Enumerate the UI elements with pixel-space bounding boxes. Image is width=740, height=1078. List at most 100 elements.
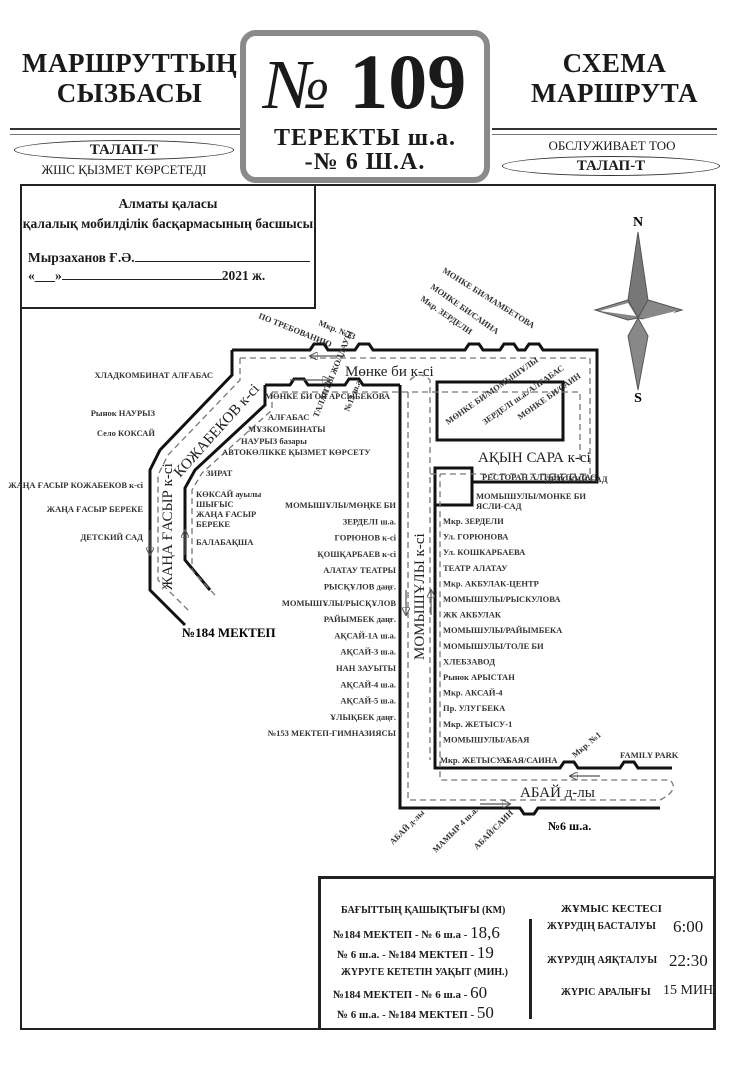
stop-label: РЫСҚҰЛОВ даңғ. bbox=[324, 582, 396, 592]
info-divider bbox=[529, 919, 532, 1019]
stop-label: АҚСАЙ-1А ш.а. bbox=[334, 630, 396, 640]
stop-label: БЕРЕКЕ bbox=[196, 519, 230, 529]
stop-label: АБАЙ д-лы bbox=[387, 807, 426, 846]
stop-label: Пр. УЛУГБЕКА bbox=[443, 703, 506, 713]
schedule-label: ЖҮРІС АРАЛЫҒЫ bbox=[561, 987, 651, 998]
stop-label: ДЕТСКИЙ САД bbox=[80, 532, 143, 542]
schedule-title: ЖҰМЫС КЕСТЕСІ bbox=[561, 903, 662, 915]
stop-label: Мкр. АКБУЛАК-ЦЕНТР bbox=[443, 578, 539, 588]
schedule-label: ЖҮРУДІҢ АЯҚТАЛУЫ bbox=[547, 955, 658, 966]
stop-label: РЕСТОРАН АЛТЫН ПАЛАС bbox=[482, 472, 596, 482]
stop-label: ЖАҢА ҒАСЫР БЕРЕКЕ bbox=[47, 504, 144, 514]
title-russian-line1: СХЕМА bbox=[562, 48, 667, 78]
compass-south: S bbox=[634, 391, 642, 406]
route-number-value: 109 bbox=[349, 38, 467, 125]
operator-right-name: ТАЛАП-Т bbox=[576, 158, 646, 174]
stop-label: АҚСАЙ-5 ш.а. bbox=[340, 696, 396, 706]
stop-label: НАН ЗАУЫТЫ bbox=[336, 663, 397, 673]
approval-signer-row: Мырзаханов Ғ.Ә. bbox=[28, 250, 314, 266]
stop-label: Мкр. ЗЕРДЕЛИ bbox=[443, 516, 504, 526]
stop-label: МОМЫШУЛЫ/АБАЯ bbox=[443, 734, 529, 744]
route-number: № 109 bbox=[246, 42, 484, 126]
approval-box: Алматы қаласы қалалық мобилділік басқарм… bbox=[20, 184, 316, 309]
stop-label: ШЫҒЫС bbox=[196, 499, 234, 509]
stop-label: ЖК АКБУЛАК bbox=[443, 610, 502, 620]
route-path bbox=[157, 357, 674, 801]
time-row: № 6 ш.а. - №184 МЕКТЕП - 50 bbox=[337, 1003, 494, 1023]
terminal-end: №6 ш.а. bbox=[548, 819, 591, 833]
title-kazakh: МАРШРУТТЫҢ СЫЗБАСЫ bbox=[22, 48, 237, 108]
stop-label: Ул. КОШКАРБАЕВА bbox=[443, 547, 526, 557]
direction-arrows bbox=[150, 356, 600, 804]
stop-label: АБАЙ/САИН bbox=[471, 807, 515, 851]
route-to: -№ 6 Ш.А. bbox=[304, 149, 426, 175]
approval-day: «___» bbox=[28, 268, 62, 283]
approval-city: Алматы қаласы bbox=[118, 196, 218, 211]
stop-label: МОМЫШҰЛЫ/РЫСҚҰЛОВ bbox=[282, 598, 396, 608]
time-row: №184 МЕКТЕП - № 6 ш.а - 60 bbox=[333, 983, 487, 1003]
stop-label: ХЛЕБЗАВОД bbox=[443, 656, 495, 666]
road-outlines bbox=[148, 342, 672, 816]
time-label: № 6 ш.а. - №184 МЕКТЕП - bbox=[337, 1009, 475, 1021]
stop-label: Мкр. ЖЕТЫСУ-1 bbox=[443, 719, 512, 729]
stop-label: ЗЕРДЕЛІ ш.а. bbox=[343, 516, 396, 526]
time-value: 50 bbox=[476, 1003, 494, 1022]
distance-label: №184 МЕКТЕП - № 6 ш.а - bbox=[333, 929, 468, 941]
compass-north: N bbox=[633, 215, 643, 230]
stop-label: ГОРЮНОВ к-сі bbox=[335, 533, 397, 543]
approval-date-row: «___» 2021 ж. bbox=[28, 268, 314, 284]
time-value: 60 bbox=[470, 983, 488, 1002]
operator-right-caption: ОБСЛУЖИВАЕТ ТОО bbox=[548, 138, 676, 153]
schedule-label: ЖҮРУДІҢ БАСТАЛУЫ bbox=[547, 921, 656, 932]
stop-label: АВТОКӨЛІККЕ ҚЫЗМЕТ КӨРСЕТУ bbox=[222, 447, 371, 457]
operator-left-badge: ТАЛАП-Т bbox=[14, 140, 234, 160]
header-rule-left bbox=[10, 128, 242, 135]
stop-label: ҚОШҚАРБАЕВ к-сі bbox=[317, 549, 396, 559]
title-russian-line2: МАРШРУТА bbox=[531, 78, 698, 108]
route-from: ТЕРЕКТЫ ш.а. bbox=[274, 125, 456, 151]
stop-label: Рынок АРЫСТАН bbox=[443, 672, 515, 682]
distance-label: № 6 ш.а. - №184 МЕКТЕП - bbox=[337, 949, 475, 961]
stop-label: АҚСАЙ-3 ш.а. bbox=[340, 647, 396, 657]
title-kazakh-line2: СЫЗБАСЫ bbox=[56, 78, 203, 108]
distance-value: 19 bbox=[476, 943, 494, 962]
header-rule-right bbox=[492, 128, 717, 135]
schedule-value: 15 МИН. bbox=[663, 983, 717, 998]
stop-label: FAMILY PARK bbox=[620, 750, 679, 760]
schedule-value: 22:30 bbox=[669, 951, 708, 970]
stop-label: ҰЛЫҚБЕК даңғ. bbox=[330, 712, 396, 722]
stop-label: МАМЫР 4 ш.а. bbox=[430, 805, 479, 854]
stop-label: МОМЫШУЛЫ/ТОЛЕ БИ bbox=[443, 641, 544, 651]
street-zhana-gasyr: ЖАҢА ҒАСЫР к-сі bbox=[160, 463, 176, 590]
terminal-start: №184 МЕКТЕП bbox=[182, 625, 276, 640]
title-kazakh-line1: МАРШРУТТЫҢ bbox=[22, 48, 238, 78]
operator-right-badge: ТАЛАП-Т bbox=[502, 156, 720, 176]
stop-label: АЛАТАУ ТЕАТРЫ bbox=[323, 565, 396, 575]
schedule-value: 6:00 bbox=[673, 917, 704, 936]
number-sign: № bbox=[263, 47, 330, 124]
street-momyshuly: МОМЫШҰЛЫ к-сі bbox=[412, 533, 428, 660]
approval-year: 2021 ж. bbox=[221, 268, 266, 283]
stop-label: МОМЫШУЛЫ/МОНКЕ БИ bbox=[476, 491, 586, 501]
stop-label: ЗИРАТ bbox=[206, 468, 233, 478]
distance-row: №184 МЕКТЕП - № 6 ш.а - 18,6 bbox=[333, 923, 500, 943]
operator-left-name: ТАЛАП-Т bbox=[89, 142, 159, 158]
stop-label: Мкр. ЖЕТЫСУ-3 bbox=[440, 755, 509, 765]
stop-label: АЛҒАБАС bbox=[268, 412, 309, 422]
time-label: №184 МЕКТЕП - № 6 ш.а - bbox=[333, 989, 468, 1001]
stop-label: МҰЗКОМБИНАТЫ bbox=[248, 424, 326, 434]
stop-label: №153 МЕКТЕП-ГИМНАЗИЯСЫ bbox=[268, 728, 397, 738]
stop-label: МОМЫШУЛЫ/РАЙЫМБЕКА bbox=[443, 625, 563, 635]
stop-label: Мкр. №1 bbox=[570, 730, 603, 760]
stop-label: МОМЫШУЛЫ/РЫСКУЛОВА bbox=[443, 594, 561, 604]
stop-label: БАЛАБАҚША bbox=[196, 537, 254, 547]
stop-label: ТЕАТР АЛАТАУ bbox=[443, 563, 508, 573]
stop-label: АБАЯ/САИНА bbox=[500, 755, 558, 765]
stop-label: КӨКСАЙ ауылы bbox=[196, 489, 262, 499]
stop-label: ЯСЛИ-САД bbox=[476, 501, 522, 511]
approval-position: қалалық мобилділік басқармасының басшысы bbox=[22, 216, 314, 231]
operator-left-caption: ЖШС ҚЫЗМЕТ КӨРСЕТЕДІ bbox=[41, 162, 207, 177]
